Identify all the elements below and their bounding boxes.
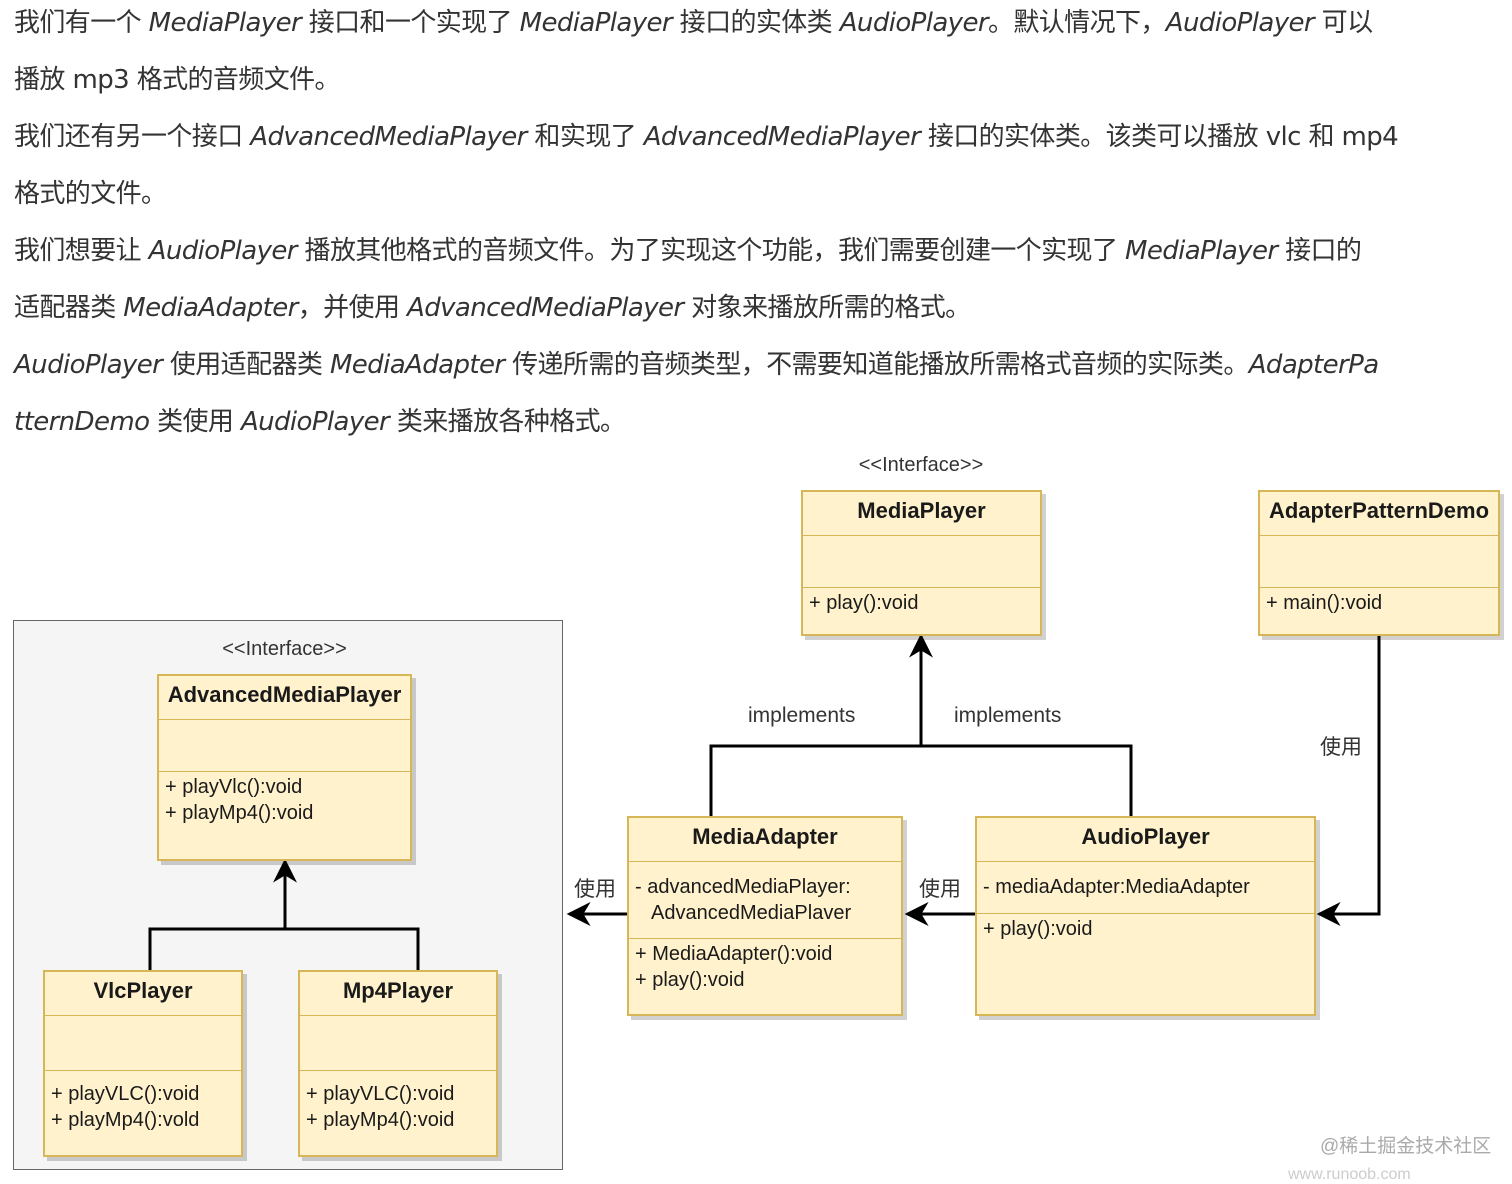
class-name-reference: AudioPlayer xyxy=(240,407,390,437)
class-name: Mp4Player xyxy=(300,972,496,1016)
description-text: 我们还有另一个接口 xyxy=(14,122,251,152)
description-text: 接口的实体类 xyxy=(672,8,840,38)
attributes-section: - mediaAdapter:MediaAdapter xyxy=(977,862,1314,914)
description-text: 。默认情况下， xyxy=(987,8,1166,38)
attributes-section xyxy=(1260,536,1498,588)
class-name-reference: MediaPlayer xyxy=(519,8,673,38)
description-paragraph-2: 我们还有另一个接口 AdvancedMediaPlayer 和实现了 Advan… xyxy=(14,109,1506,223)
class-name: AdapterPatternDemo xyxy=(1260,492,1498,536)
class-name-reference: AdvancedMediaPlayer xyxy=(250,122,527,152)
attributes-section xyxy=(300,1016,496,1071)
advanced-media-player-stereotype: <<Interface>> xyxy=(222,638,347,660)
uses-edge-demo-audio xyxy=(1316,636,1381,926)
uses-label-demo-audio: 使用 xyxy=(1320,736,1362,759)
media-player-stereotype: <<Interface>> xyxy=(858,454,984,476)
inherit-edge-vlc xyxy=(148,858,297,972)
attribute-line: AdvancedMediaPlaver xyxy=(651,902,852,924)
method-line: + playVLC():void xyxy=(306,1083,455,1105)
class-adapter-pattern-demo: AdapterPatternDemo + main():void xyxy=(1258,490,1500,636)
description-paragraph-3: 我们想要让 AudioPlayer 播放其他格式的音频文件。为了实现这个功能，我… xyxy=(14,223,1506,337)
class-name-reference: AudioPlayer xyxy=(14,350,163,380)
class-name-reference: AdvancedMediaPlayer xyxy=(643,122,921,152)
uses-label-adapter-advanced: 使用 xyxy=(574,878,616,901)
class-vlc-player: VlcPlayer + playVLC():void + playMp4():vo… xyxy=(43,970,243,1157)
class-name-reference: MediaPlayer xyxy=(1125,236,1278,266)
inherit-edge-mp4 xyxy=(285,927,420,972)
class-mp4-player: Mp4Player + playVLC():void + playMp4():vo… xyxy=(298,970,498,1157)
methods-section: + main():void xyxy=(1260,588,1498,618)
methods-section: + MediaAdapter():void + play():void xyxy=(629,939,901,995)
class-name: AudioPlayer xyxy=(977,818,1314,862)
description-text: 接口的 xyxy=(1277,236,1362,266)
uses-label-audio-adapter: 使用 xyxy=(919,878,961,901)
methods-section: + play():void xyxy=(803,588,1040,618)
attributes-section: - advancedMediaPlayer: AdvancedMediaPlav… xyxy=(629,862,901,939)
class-name-reference: MediaPlayer xyxy=(148,8,302,38)
description-paragraph-4: AudioPlayer 使用适配器类 MediaAdapter 传递所需的音频类… xyxy=(14,337,1506,451)
description-text: 对象来播放所需的格式。 xyxy=(683,293,971,323)
implements-edge-adapter xyxy=(709,633,933,818)
class-name-reference: AudioPlayer xyxy=(839,8,989,38)
description-text: 传递所需的音频类型，不需要知道能播放所需格式音频的实际类。 xyxy=(504,350,1249,380)
class-name-reference: MediaAdapter xyxy=(123,293,298,323)
attribute-line: - advancedMediaPlayer: xyxy=(635,876,851,898)
class-audio-player: AudioPlayer - mediaAdapter:MediaAdapter … xyxy=(975,816,1316,1016)
description-text: 接口的实体类。该类可以播放 vlc 和 mp4 xyxy=(920,122,1399,152)
methods-section: + play():void xyxy=(977,914,1314,944)
implements-label-right: implements xyxy=(954,704,1062,727)
description-text: 播放其他格式的音频文件。为了实现这个功能，我们需要创建一个实现了 xyxy=(296,236,1126,266)
method-line: + playVlc():void xyxy=(165,776,303,798)
methods-section: + playVLC():void + playMp4():void xyxy=(300,1071,496,1135)
method-line: + MediaAdapter():void xyxy=(635,943,833,965)
description-text: 适配器类 xyxy=(14,293,124,323)
method-line: + playMp4():void xyxy=(306,1109,455,1131)
method-line: + play():void xyxy=(809,592,919,614)
description-text: 类使用 xyxy=(149,407,241,437)
class-media-adapter: MediaAdapter - advancedMediaPlayer: Adva… xyxy=(627,816,903,1016)
class-name-reference: AudioPlayer xyxy=(1165,8,1315,38)
class-name-reference: AdapterPa xyxy=(1248,350,1379,380)
implements-label-left: implements xyxy=(748,704,856,727)
method-line: + playMp4():void xyxy=(165,802,314,824)
description-text: 我们想要让 xyxy=(14,236,149,266)
class-advanced-media-player: AdvancedMediaPlayer + playVlc():void+ pl… xyxy=(157,674,412,861)
method-line: + play():void xyxy=(635,969,745,991)
description-text: 可以 xyxy=(1314,8,1373,38)
attributes-section xyxy=(803,536,1040,588)
description-text: 播放 mp3 格式的音频文件。 xyxy=(14,65,341,95)
class-name-reference: MediaAdapter xyxy=(329,350,505,380)
class-name-reference: tternDemo xyxy=(14,407,150,437)
class-name-reference: AudioPlayer xyxy=(148,236,298,266)
class-name: VlcPlayer xyxy=(45,972,241,1016)
runoob-watermark: www.runoob.com xyxy=(1288,1166,1411,1183)
class-name: MediaPlayer xyxy=(803,492,1040,536)
description-text: 我们有一个 xyxy=(14,8,149,38)
implements-edge-audio xyxy=(921,744,1133,818)
class-name-reference: AdvancedMediaPlayer xyxy=(407,293,684,323)
methods-section: + playVLC():void + playMp4():vold xyxy=(45,1071,241,1135)
description-paragraph-1: 我们有一个 MediaPlayer 接口和一个实现了 MediaPlayer 接… xyxy=(14,0,1506,109)
class-media-player: MediaPlayer + play():void xyxy=(801,490,1042,636)
description-text: 和实现了 xyxy=(526,122,644,152)
method-line: + play():void xyxy=(983,918,1093,940)
class-name: AdvancedMediaPlayer xyxy=(159,676,410,720)
method-line: + playMp4():vold xyxy=(51,1109,200,1131)
juejin-watermark: @稀土掘金技术社区 xyxy=(1320,1136,1492,1157)
attributes-section xyxy=(159,720,410,772)
description-text: 接口和一个实现了 xyxy=(301,8,520,38)
attribute-line: - mediaAdapter:MediaAdapter xyxy=(983,876,1250,898)
description-text: 格式的文件。 xyxy=(14,179,167,209)
method-line: + main():void xyxy=(1266,592,1383,614)
class-name: MediaAdapter xyxy=(629,818,901,862)
attributes-section xyxy=(45,1016,241,1071)
description-text: 类来播放各种格式。 xyxy=(389,407,626,437)
description-text: 使用适配器类 xyxy=(162,350,330,380)
method-line: + playVLC():void xyxy=(51,1083,200,1105)
methods-section: + playVlc():void + playMp4():void xyxy=(159,772,410,828)
description-text: ，并使用 xyxy=(297,293,408,323)
